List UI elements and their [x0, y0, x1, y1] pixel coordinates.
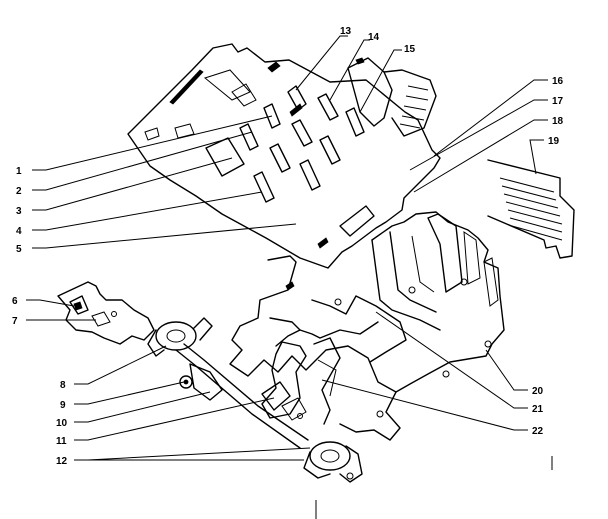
callout-16: 16: [552, 76, 564, 87]
callout-6: 6: [12, 296, 18, 307]
callout-5: 5: [16, 244, 22, 255]
callout-2: 2: [16, 186, 22, 197]
callout-22: 22: [532, 426, 544, 437]
ribbed-block: [347, 57, 437, 137]
linkage-assembly: [147, 317, 363, 519]
comb-heatsink: [487, 159, 575, 259]
plate-slot: [169, 69, 204, 105]
callout-10: 10: [56, 418, 68, 429]
callout-11: 11: [56, 436, 67, 447]
callout-3: 3: [16, 206, 22, 217]
callout-1: 1: [16, 166, 22, 177]
main-chassis: [229, 211, 505, 441]
callout-19: 19: [548, 136, 560, 147]
callout-8: 8: [60, 380, 66, 391]
callout-4: 4: [16, 226, 22, 237]
callout-18: 18: [552, 116, 564, 127]
callout-14: 14: [368, 32, 380, 43]
callout-9: 9: [60, 400, 66, 411]
callout-13: 13: [340, 26, 352, 37]
callout-labels: 1 2 3 4 5 6 7 8 9 10 11 12 13 14 15 16 1…: [12, 26, 564, 467]
small-clip: [261, 381, 307, 421]
callout-21: 21: [532, 404, 544, 415]
top-plate: [127, 43, 441, 269]
leader-lines: [26, 35, 548, 461]
callout-20: 20: [532, 386, 544, 397]
callout-15: 15: [404, 44, 416, 55]
left-bracket: [57, 281, 155, 345]
callout-12: 12: [56, 456, 68, 467]
callout-7: 7: [12, 316, 18, 327]
callout-17: 17: [552, 96, 564, 107]
